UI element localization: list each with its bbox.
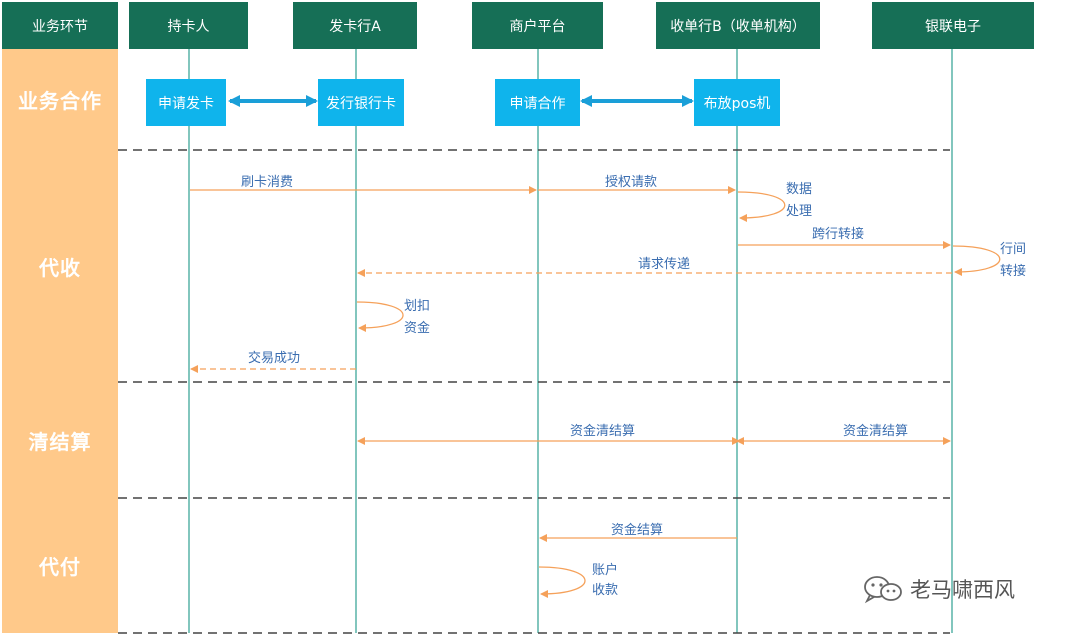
phase-collection: 代收 bbox=[39, 255, 81, 280]
watermark: 老马啸西风 bbox=[862, 574, 1015, 604]
label-account-2: 收款 bbox=[592, 583, 619, 598]
lane-header-cardholder: 持卡人 bbox=[129, 2, 248, 49]
label-interbank-1: 行间 bbox=[1000, 242, 1027, 257]
label-swipe: 刷卡消费 bbox=[241, 175, 294, 190]
header-phase-column: 业务环节 bbox=[2, 2, 118, 49]
self-loop-data-processing bbox=[737, 191, 786, 222]
phase-business-cooperation: 业务合作 bbox=[18, 89, 102, 113]
box-apply-card: 申请发卡 bbox=[146, 79, 226, 126]
phase-clearing-settlement: 清结算 bbox=[28, 429, 92, 454]
wechat-icon bbox=[864, 576, 902, 604]
label-cross-bank: 跨行转接 bbox=[812, 227, 865, 242]
label-deduct-1: 划扣 bbox=[404, 299, 431, 314]
label-auth: 授权请款 bbox=[605, 175, 658, 190]
lane-header-unionpay: 银联电子 bbox=[872, 2, 1034, 49]
phase-column bbox=[2, 49, 118, 633]
watermark-text: 老马啸西风 bbox=[910, 578, 1015, 602]
self-loop-interbank bbox=[952, 245, 1001, 276]
self-loop-deduct bbox=[356, 301, 404, 332]
lane-header-acquirer: 收单行B（收单机构） bbox=[656, 2, 820, 49]
label-clearing-2: 资金清结算 bbox=[843, 424, 909, 439]
label-data-processing-2: 处理 bbox=[786, 204, 813, 219]
label-account-1: 账户 bbox=[592, 563, 619, 578]
lane-header-issuer: 发卡行A bbox=[293, 2, 417, 49]
label-request-pass: 请求传递 bbox=[638, 257, 691, 272]
label-deduct-2: 资金 bbox=[404, 321, 431, 336]
label-data-processing-1: 数据 bbox=[786, 182, 813, 197]
box-issue-card: 发行银行卡 bbox=[318, 79, 404, 126]
lane-header-merchant: 商户平台 bbox=[472, 2, 603, 49]
label-tx-success: 交易成功 bbox=[248, 351, 301, 366]
label-clearing-1: 资金清结算 bbox=[570, 424, 636, 439]
phase-payout: 代付 bbox=[39, 555, 81, 579]
label-interbank-2: 转接 bbox=[1000, 264, 1027, 279]
box-deploy-pos: 布放pos机 bbox=[694, 79, 780, 126]
label-settle: 资金结算 bbox=[611, 523, 664, 538]
self-loop-account bbox=[538, 566, 586, 598]
box-apply-cooperation: 申请合作 bbox=[495, 79, 580, 126]
